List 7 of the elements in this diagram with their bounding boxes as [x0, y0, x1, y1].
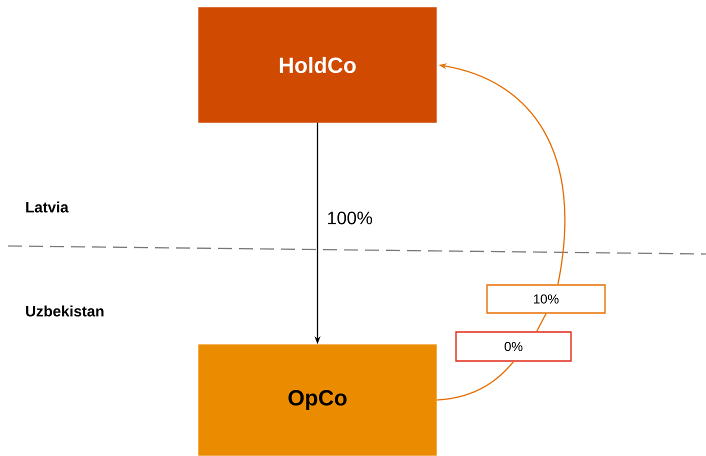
country-label: Latvia — [26, 202, 69, 212]
entity-box: HoldCo — [198, 7, 437, 123]
entity-box: OpCo — [198, 344, 437, 456]
percentage-box: 0% — [455, 331, 572, 362]
edge-label: 100% — [326, 210, 374, 226]
percentage-box: 10% — [486, 284, 606, 314]
country-label: Uzbekistan — [26, 306, 104, 316]
